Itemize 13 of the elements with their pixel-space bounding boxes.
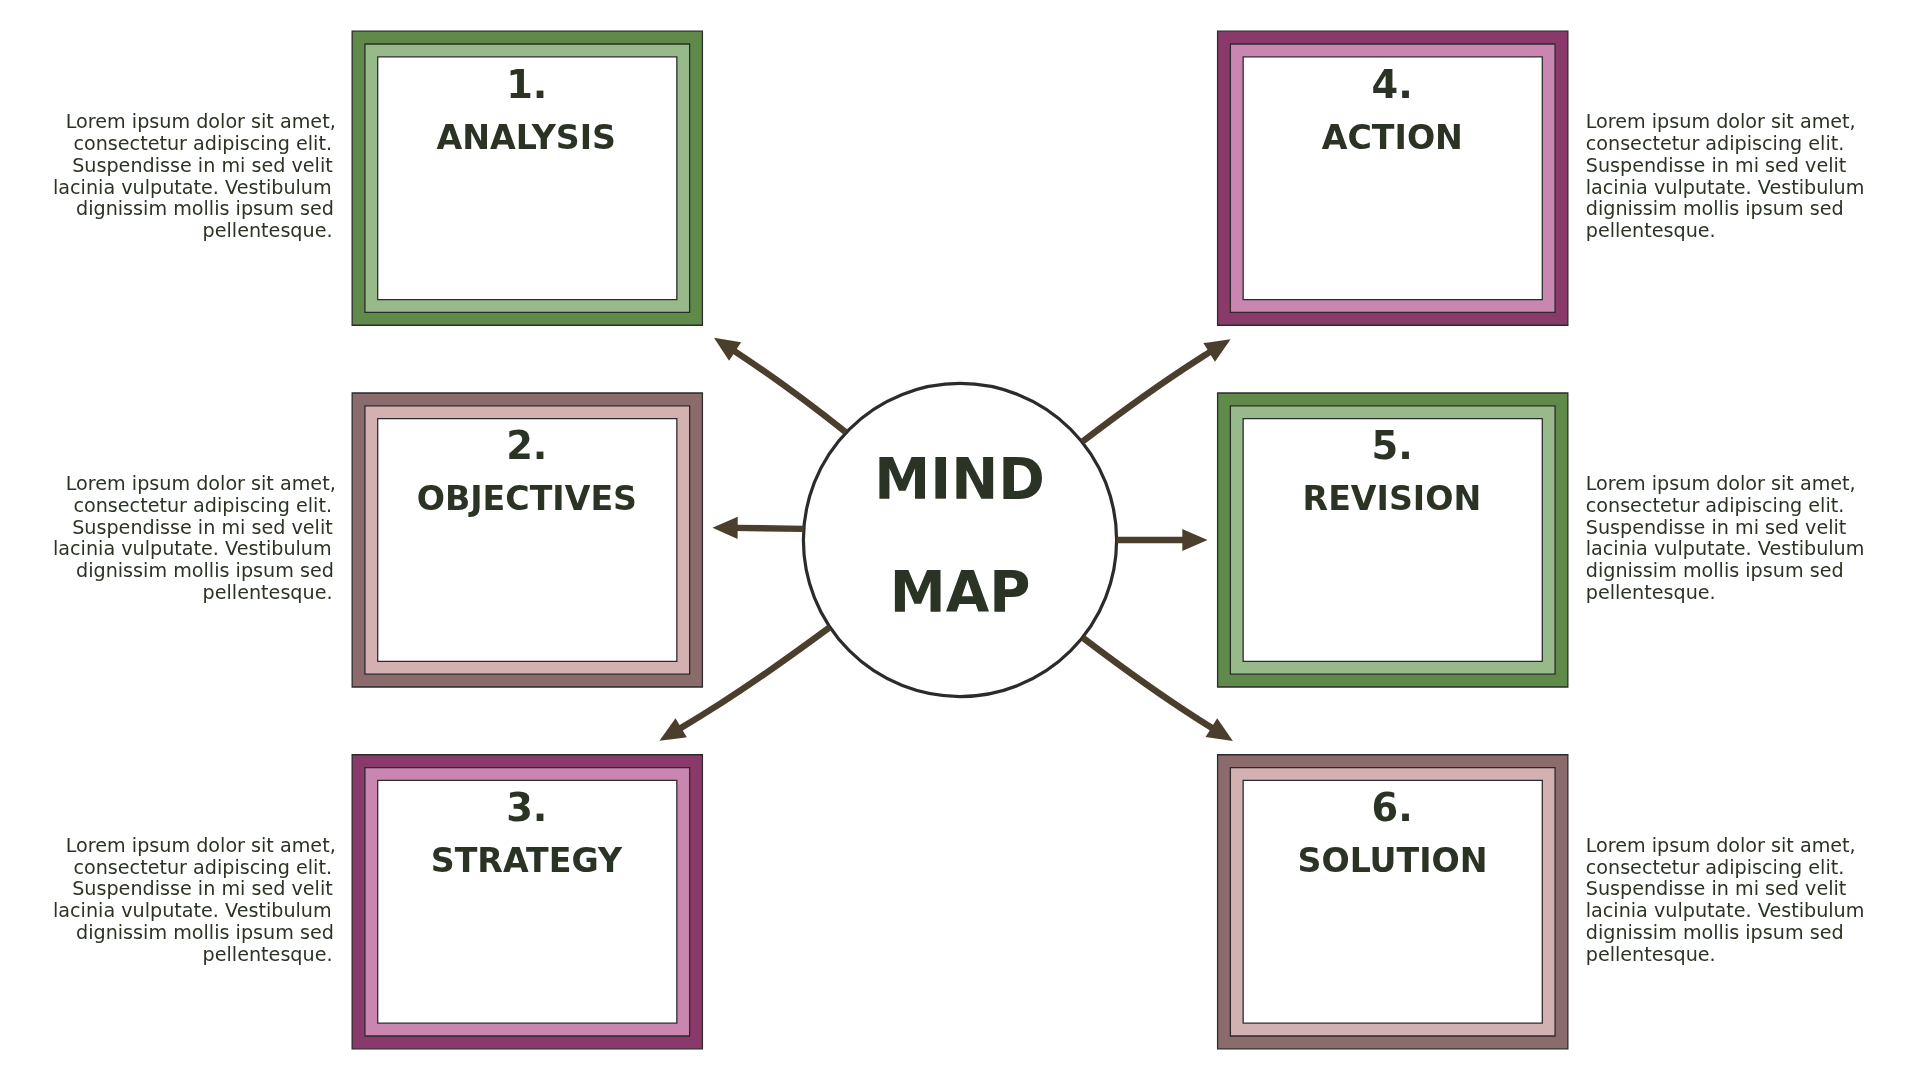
arrow [1081, 635, 1233, 741]
arrow [712, 516, 804, 539]
arrow [1116, 528, 1208, 552]
node-label: Lorem ipsum dolor sit amet, consectetur adipiscing elit. Suspendisse in mi sed velit lacinia vulputate. Vestibulum dignissim mollis ipsum sed pellentesque. [1585, 110, 1865, 243]
node-label: Lorem ipsum dolor sit amet, consectetur adipiscing elit. Suspendisse in mi sed velit lacinia vulputate. Vestibulum dignissim mollis ipsum sed pellentesque. [53, 472, 336, 604]
node-label: Lorem ipsum dolor sit amet, consectetur adipiscing elit. Suspendisse in mi sed velit lacinia vulputate. Vestibulum dignissim mollis ipsum sed pellentesque. [53, 110, 336, 243]
arrow [659, 624, 832, 741]
node-circle: MIND MAP [801, 381, 1119, 699]
node-label: Lorem ipsum dolor sit amet, consectetur adipiscing elit. Suspendisse in mi sed velit lacinia vulputate. Vestibulum dignissim mollis ipsum sed pellentesque. [1585, 833, 1865, 966]
arrow [713, 337, 848, 435]
node-label: Lorem ipsum dolor sit amet, consectetur adipiscing elit. Suspendisse in mi sed velit lacinia vulputate. Vestibulum dignissim mollis ipsum sed pellentesque. [1585, 472, 1865, 604]
arrow [1080, 339, 1231, 445]
node-label: Lorem ipsum dolor sit amet, consectetur adipiscing elit. Suspendisse in mi sed velit lacinia vulputate. Vestibulum dignissim mollis ipsum sed pellentesque. [53, 833, 336, 966]
